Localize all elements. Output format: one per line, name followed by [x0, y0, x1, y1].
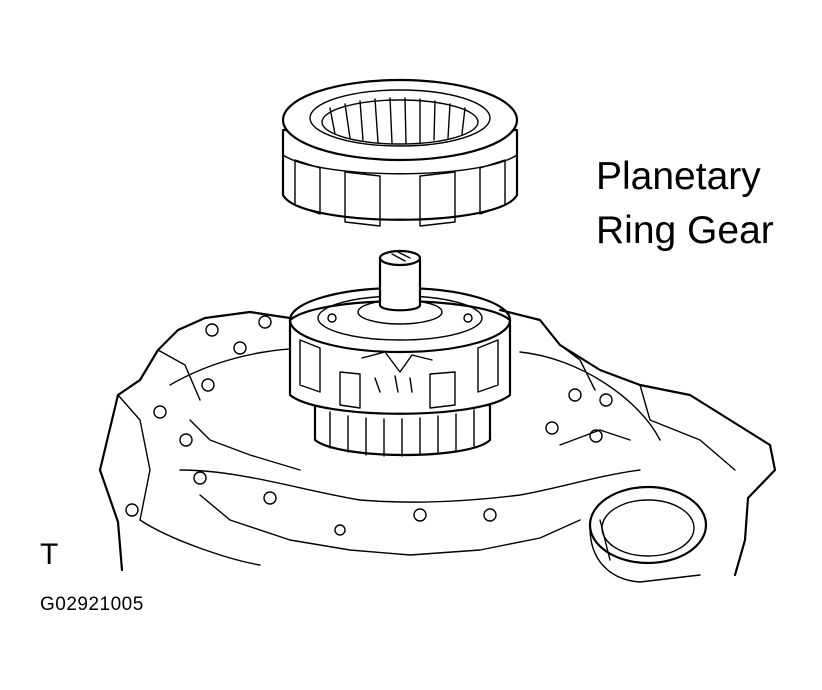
planetary-carrier — [288, 286, 512, 457]
callout-line-2: Ring Gear — [596, 209, 774, 252]
input-shaft — [378, 249, 422, 312]
view-letter: T — [40, 538, 59, 571]
part-callout-label: Planetary Ring Gear — [596, 150, 774, 258]
planetary-ring-gear — [281, 78, 519, 227]
figure-code: G02921005 — [40, 594, 144, 615]
callout-line-1: Planetary — [596, 155, 761, 198]
